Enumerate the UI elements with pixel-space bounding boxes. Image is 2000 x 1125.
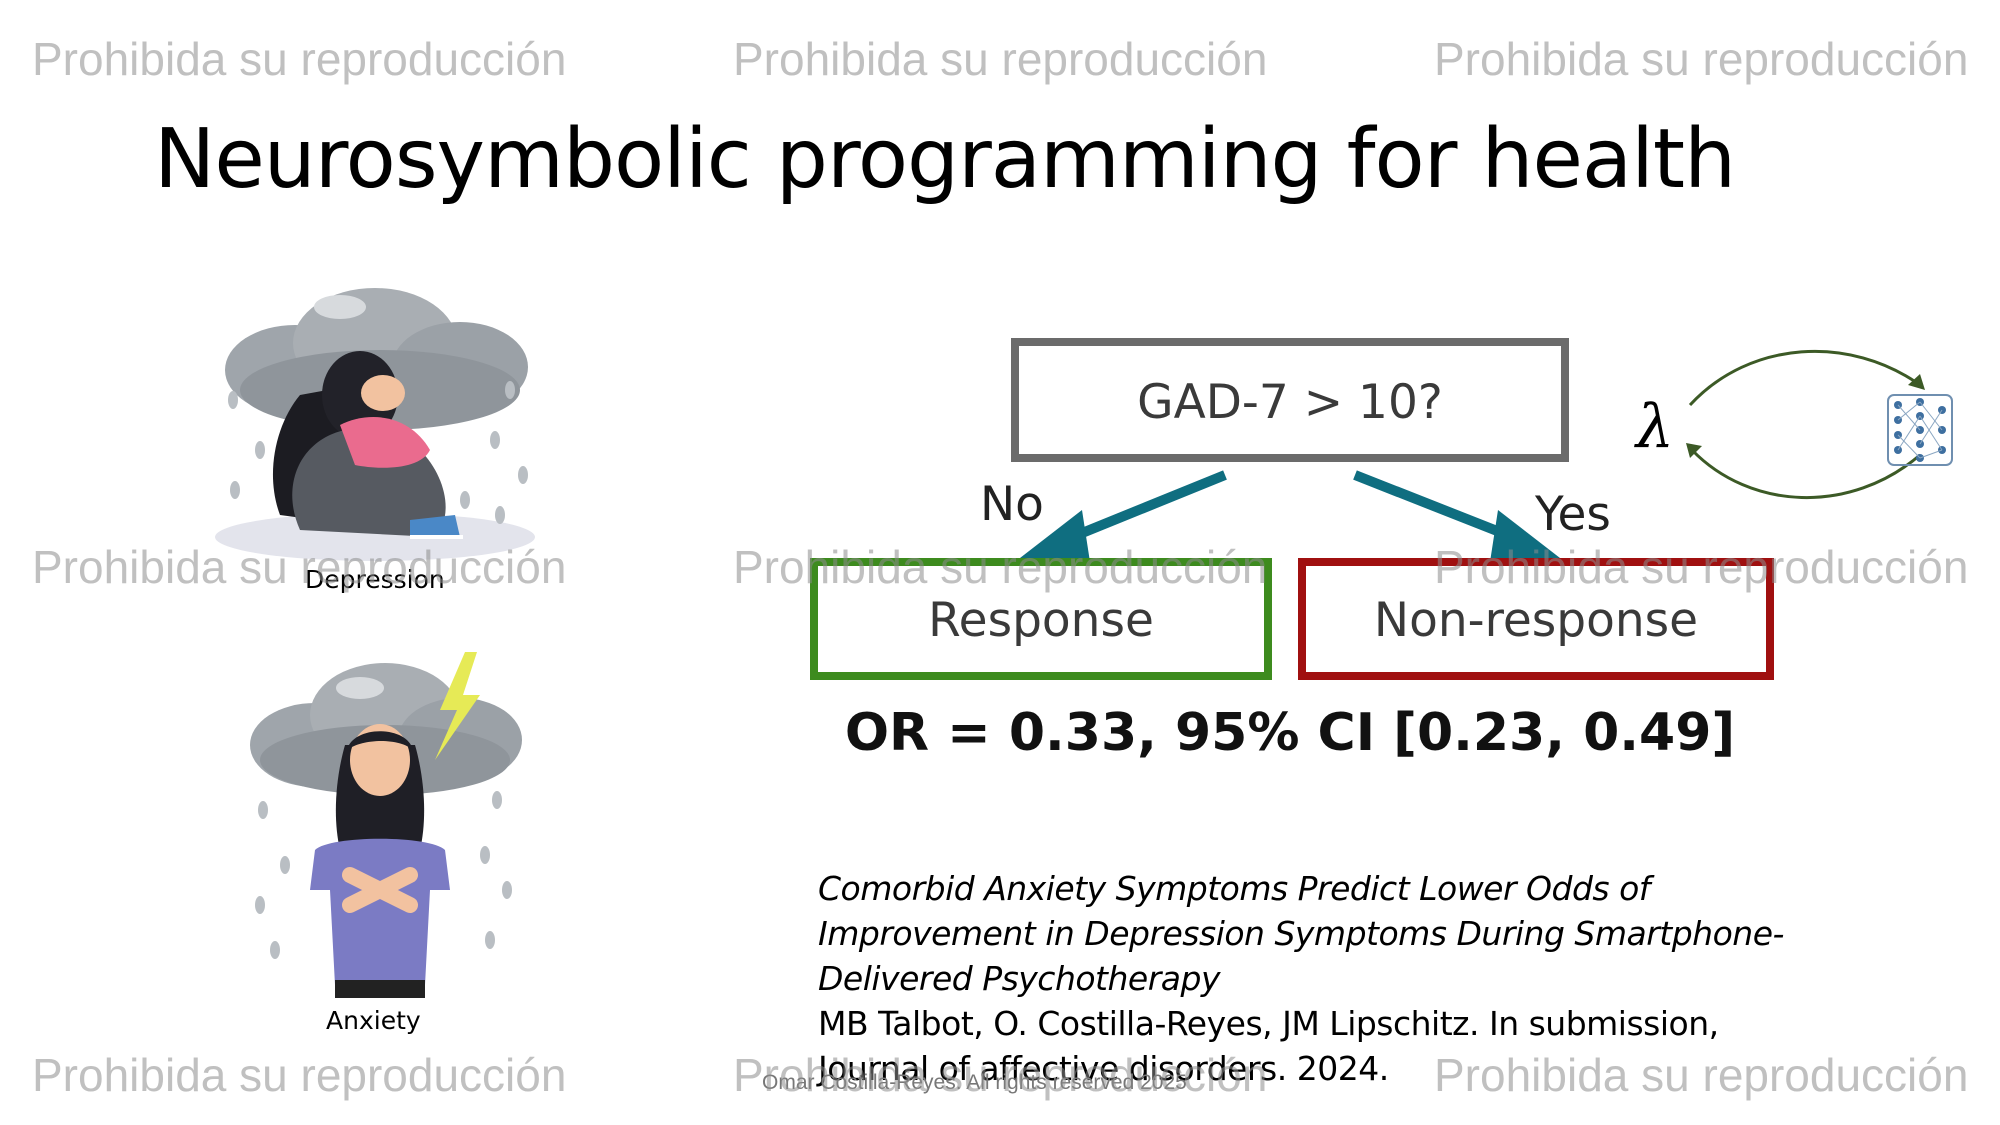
page-title: Neurosymbolic programming for health (154, 112, 1736, 207)
reference-block: Comorbid Anxiety Symptoms Predict Lower … (818, 866, 1818, 1091)
neurosymbolic-loop (1686, 349, 1953, 500)
decision-tree: GAD-7 > 10? No Yes Response Non-response… (810, 338, 1774, 763)
loop-arrow-top (1688, 349, 1921, 407)
reference-title-line-2: Improvement in Depression Symptoms Durin… (818, 914, 1784, 953)
edge-label-yes: Yes (1534, 487, 1611, 542)
watermark: Prohibida su reproducción (733, 33, 1268, 85)
lambda-symbol: λ (1636, 392, 1675, 462)
response-node-label: Response (928, 593, 1154, 648)
watermark: Prohibida su reproducción (1434, 33, 1969, 85)
reference-authors: MB Talbot, O. Costilla-Reyes, JM Lipschi… (818, 1004, 1719, 1043)
response-node-box (810, 558, 1272, 680)
nonresponse-node-label: Non-response (1374, 593, 1698, 648)
anxiety-caption: Anxiety (326, 1006, 421, 1035)
root-node-box (1011, 338, 1569, 462)
root-node-label: GAD-7 > 10? (1137, 375, 1443, 430)
neural-network-icon (1887, 394, 1953, 466)
anxiety-illustration (250, 652, 522, 998)
footer-copyright: Omar Costilla-Reyes. All rights reserved… (762, 1071, 1187, 1094)
arrow-yes (1353, 470, 1522, 545)
watermark: Prohibida su reproducción (32, 33, 567, 85)
arrow-no-head (1020, 510, 1090, 562)
nonresponse-node-box (1298, 558, 1774, 680)
depression-caption: Depression (305, 565, 445, 594)
loop-arrow-bottom (1690, 448, 1921, 500)
edge-label-no: No (980, 477, 1044, 532)
reference-title-line-1: Comorbid Anxiety Symptoms Predict Lower … (818, 869, 1650, 908)
arrow-yes-head (1490, 510, 1560, 562)
depression-illustration (215, 288, 535, 561)
arrow-no (1058, 470, 1227, 547)
odds-ratio-stat: OR = 0.33, 95% CI [0.23, 0.49] (845, 703, 1735, 763)
reference-title-line-3: Delivered Psychotherapy (818, 959, 1220, 998)
reference-journal: Journal of affective disorders. 2024. (818, 1049, 1389, 1088)
watermark: Prohibida su reproducción (32, 1049, 567, 1101)
